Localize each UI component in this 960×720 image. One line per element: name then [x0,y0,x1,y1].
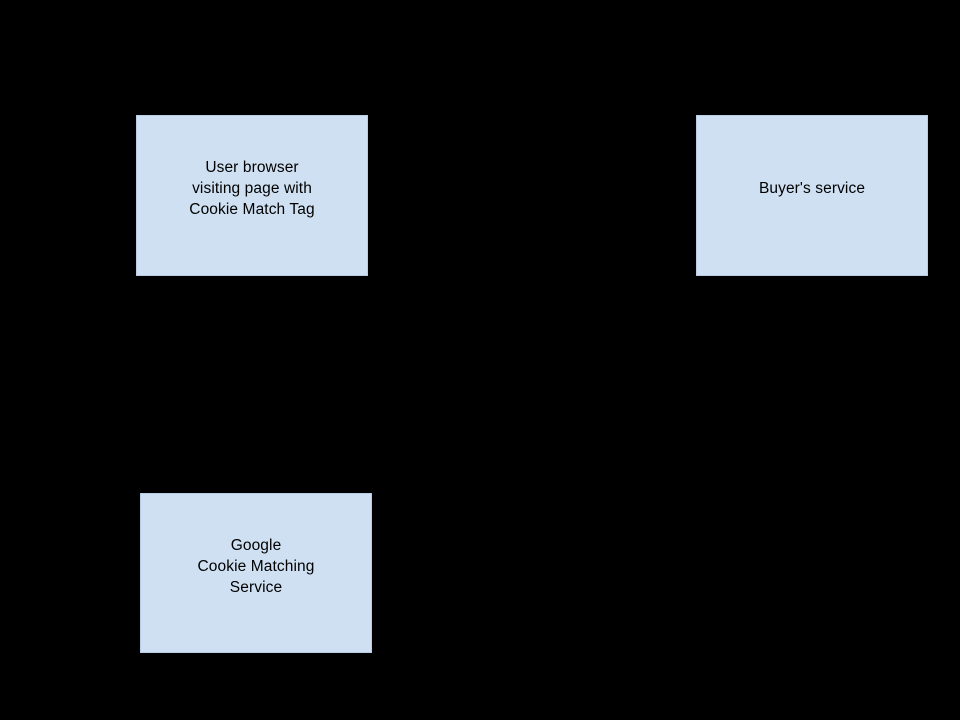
node-google-cookie-matching-service[interactable]: Google Cookie Matching Service [140,493,372,653]
node-user-browser-label: User browser visiting page with Cookie M… [189,159,315,218]
node-buyers-service-label: Buyer's service [758,180,866,197]
node-google-cookie-matching-service-label: Google Cookie Matching Service [197,536,315,596]
node-user-browser[interactable]: User browser visiting page with Cookie M… [136,115,368,276]
node-buyers-service[interactable]: Buyer's service [696,115,928,276]
